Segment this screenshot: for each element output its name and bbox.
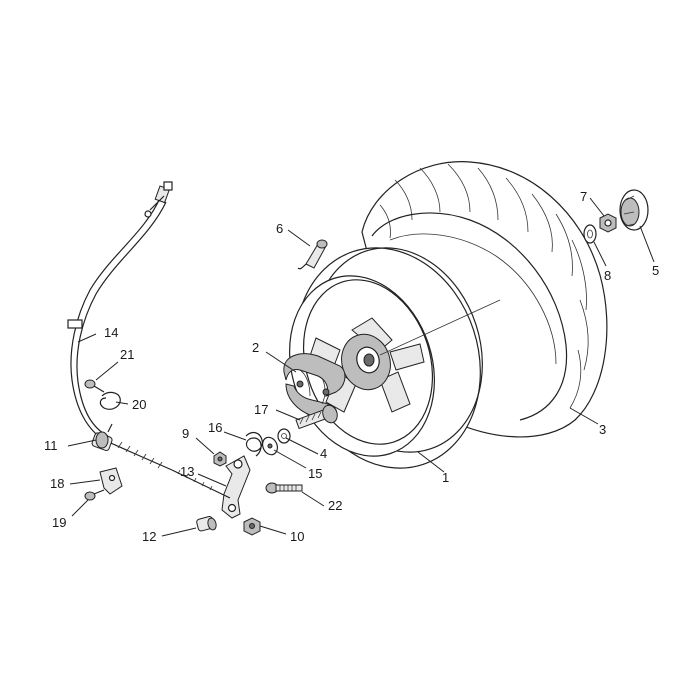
callout-5: 5 (652, 263, 659, 278)
callout-9: 9 (182, 426, 189, 441)
callout-14: 14 (104, 325, 118, 340)
cover-cap-5 (619, 189, 649, 231)
callout-10: 10 (290, 529, 304, 544)
callout-4: 4 (320, 446, 327, 461)
callout-19: 19 (52, 515, 66, 530)
bolt-22 (265, 482, 303, 494)
spring-16 (245, 431, 263, 457)
brake-cable (67, 181, 173, 471)
nut-7 (599, 213, 617, 233)
callout-15: 15 (308, 466, 322, 481)
bracket-18 (99, 467, 123, 495)
leader-lines (67, 197, 655, 537)
callout-17: 17 (254, 402, 268, 417)
callout-8: 8 (604, 268, 611, 283)
rim-spokes (309, 317, 425, 413)
callout-20: 20 (132, 397, 146, 412)
callout-6: 6 (276, 221, 283, 236)
callout-11: 11 (44, 438, 58, 453)
callout-labels: 1 2 3 4 5 6 7 8 9 10 11 12 13 14 15 16 1… (44, 189, 659, 544)
clamp-20 (99, 391, 121, 410)
nut-9 (213, 451, 227, 467)
callout-16: 16 (208, 420, 222, 435)
brake-lever (171, 455, 251, 519)
fitting-6 (297, 239, 328, 270)
callout-3: 3 (599, 422, 606, 437)
callout-22: 22 (328, 498, 342, 513)
callout-12: 12 (142, 529, 156, 544)
washer-8 (583, 224, 597, 244)
washer-15 (262, 436, 278, 456)
callout-2: 2 (252, 340, 259, 355)
callout-18: 18 (50, 476, 64, 491)
o-ring-4 (277, 428, 291, 444)
pin-12 (196, 516, 217, 532)
callout-7: 7 (580, 189, 587, 204)
brake-cam-shaft (295, 404, 338, 430)
callout-13: 13 (180, 464, 194, 479)
screw-19 (84, 489, 105, 501)
callout-1: 1 (442, 470, 449, 485)
adjusting-nut-10 (243, 517, 261, 536)
callout-21: 21 (120, 347, 134, 362)
screw-21 (84, 379, 105, 393)
